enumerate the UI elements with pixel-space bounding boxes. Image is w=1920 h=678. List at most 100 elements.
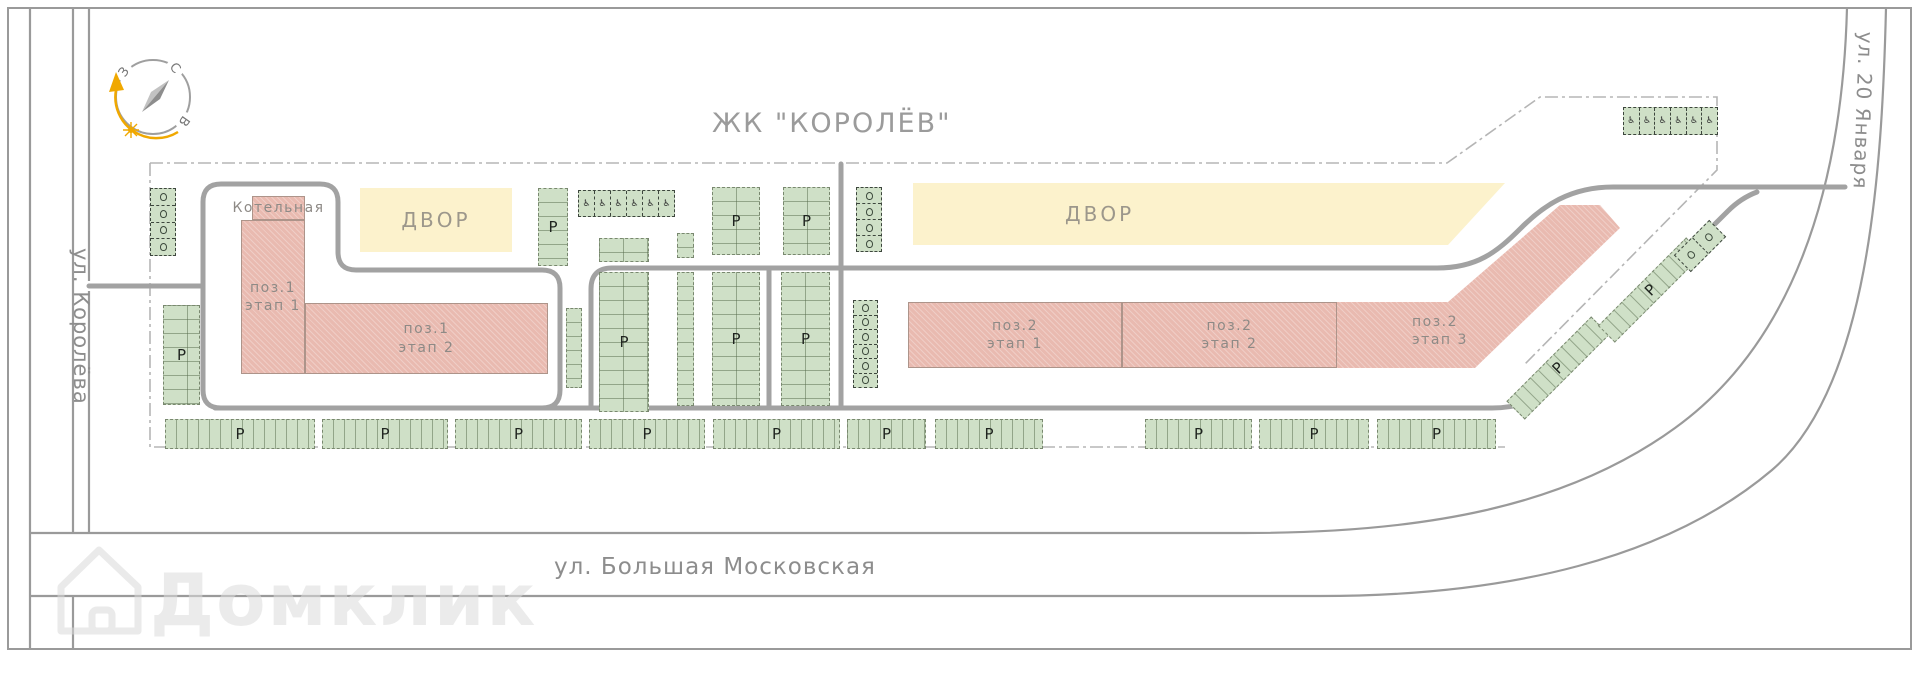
bin-icon xyxy=(865,191,873,200)
parking-lot-label: Р xyxy=(881,425,892,443)
building-pos2-stage1: поз.2 этап 1 xyxy=(908,302,1122,368)
accessible-parking-cell: ♿ xyxy=(610,191,626,216)
parking-lot: Р xyxy=(713,419,840,449)
parking-lot xyxy=(677,233,694,258)
parking-lot: Р xyxy=(165,419,315,449)
parking-lot: Р xyxy=(589,419,705,449)
wheelchair-icon: ♿ xyxy=(1627,116,1636,126)
parking-lot: Р xyxy=(781,272,830,406)
compass-icon: С З В xyxy=(109,59,193,140)
parking-lot: Р xyxy=(538,188,568,266)
waste-bin-cell xyxy=(151,221,175,239)
parking-lot-label: Р xyxy=(235,425,245,443)
parking-lot: Р xyxy=(712,272,760,406)
waste-bin-cell xyxy=(857,235,881,251)
street-label-bolshaya-moskovskaya: ул. Большая Московская xyxy=(554,554,876,580)
building-label: поз.1 xyxy=(249,279,297,296)
parking-lot-label: Р xyxy=(1431,425,1442,443)
parking-lot-label: Р xyxy=(801,212,812,230)
bin-icon xyxy=(159,192,167,201)
accessible-parking-cell: ♿ xyxy=(658,191,674,216)
parking-lot-label: Р xyxy=(548,218,558,236)
plan-frame xyxy=(7,7,1912,650)
bin-icon xyxy=(865,207,873,216)
parking-lot-label: Р xyxy=(1193,425,1204,443)
bin-icon xyxy=(862,376,869,385)
parking-lot: Р xyxy=(783,187,830,255)
wheelchair-icon: ♿ xyxy=(1658,116,1667,126)
parking-lot-label: Р xyxy=(800,330,811,348)
road-mid-upper xyxy=(609,184,1848,271)
accessible-parking-cell: ♿ xyxy=(1638,108,1655,134)
courtyard-left: ДВОР xyxy=(360,188,512,252)
street-label-20-yanvarya: ул. 20 Января xyxy=(1848,31,1878,190)
wheelchair-icon: ♿ xyxy=(646,198,655,209)
bin-icon xyxy=(865,239,873,248)
accessible-parking-cell: ♿ xyxy=(1685,108,1702,134)
accessible-parking-cell: ♿ xyxy=(579,191,594,216)
parking-lot xyxy=(566,308,582,388)
street-lines xyxy=(28,7,1888,649)
parking-lot: Р xyxy=(1145,419,1252,449)
bin-icon xyxy=(865,223,873,232)
parking-lot-label: Р xyxy=(984,425,994,443)
parking-lot-label: Р xyxy=(176,346,187,364)
waste-bin-cell xyxy=(854,329,877,344)
bin-icon xyxy=(862,318,869,327)
accessible-parking-cell: ♿ xyxy=(642,191,658,216)
complex-title: ЖК "КОРОЛЁВ" xyxy=(712,108,952,139)
parking-lot-label: Р xyxy=(619,333,629,351)
compass-needle-dark xyxy=(142,80,169,112)
site-boundary-dashed xyxy=(149,96,1718,448)
parking-lot: Р xyxy=(1377,419,1496,449)
building-label: поз.2 xyxy=(1206,317,1253,334)
wheelchair-icon: ♿ xyxy=(662,198,671,209)
building-boiler-label: Котельная xyxy=(232,199,325,216)
parking-lot: Р xyxy=(455,419,582,449)
parking-lot: Р xyxy=(322,419,448,449)
parking-lot: Р xyxy=(847,419,926,449)
building-pos1-stage1: поз.1 этап 1 xyxy=(241,220,305,374)
wheelchair-icon: ♿ xyxy=(582,198,591,209)
waste-bin-cell xyxy=(854,301,877,315)
waste-bin-area xyxy=(150,188,176,256)
courtyard-right-label: ДВОР xyxy=(1065,202,1135,226)
building-label: этап 2 xyxy=(398,339,455,356)
wheelchair-icon: ♿ xyxy=(1689,116,1699,126)
parking-lot-label: Р xyxy=(642,425,652,443)
waste-bin-cell xyxy=(151,189,175,205)
building-label: этап 3 xyxy=(1412,332,1468,348)
street-label-koroleva: ул. Королёва xyxy=(69,248,93,405)
waste-bin-cell xyxy=(854,343,877,359)
bin-icon xyxy=(862,332,869,341)
waste-bin-cell xyxy=(857,219,881,235)
parking-lot-label: Р xyxy=(380,425,390,443)
parking-lot-label: Р xyxy=(731,330,741,348)
waste-bin-cell xyxy=(854,358,877,373)
building-label: этап 1 xyxy=(245,298,301,314)
parking-lot: Р xyxy=(163,305,200,405)
accessible-parking-cell: ♿ xyxy=(1654,108,1670,134)
waste-bin-cell xyxy=(854,372,877,388)
wheelchair-icon: ♿ xyxy=(1674,116,1683,126)
parking-lot-label: Р xyxy=(1309,425,1319,443)
accessible-parking: ♿♿♿♿♿♿ xyxy=(1623,107,1718,135)
bin-icon xyxy=(862,347,869,356)
parking-lot-label: Р xyxy=(513,425,524,443)
wheelchair-icon: ♿ xyxy=(614,198,623,209)
waste-bin-cell xyxy=(151,238,175,255)
accessible-parking-cell: ♿ xyxy=(594,191,610,216)
wheelchair-icon: ♿ xyxy=(598,198,607,209)
bin-icon xyxy=(862,361,869,370)
accessible-parking-cell: ♿ xyxy=(1701,108,1717,134)
parking-lot xyxy=(677,272,694,406)
parking-lot xyxy=(599,238,649,262)
building-label: поз.1 xyxy=(403,321,450,338)
accessible-parking-cell: ♿ xyxy=(626,191,642,216)
compass-arrow xyxy=(109,72,124,92)
courtyard-left-label: ДВОР xyxy=(401,208,471,232)
bin-icon xyxy=(862,303,869,312)
courtyard-right: ДВОР xyxy=(913,183,1505,245)
bin-icon xyxy=(159,226,167,235)
